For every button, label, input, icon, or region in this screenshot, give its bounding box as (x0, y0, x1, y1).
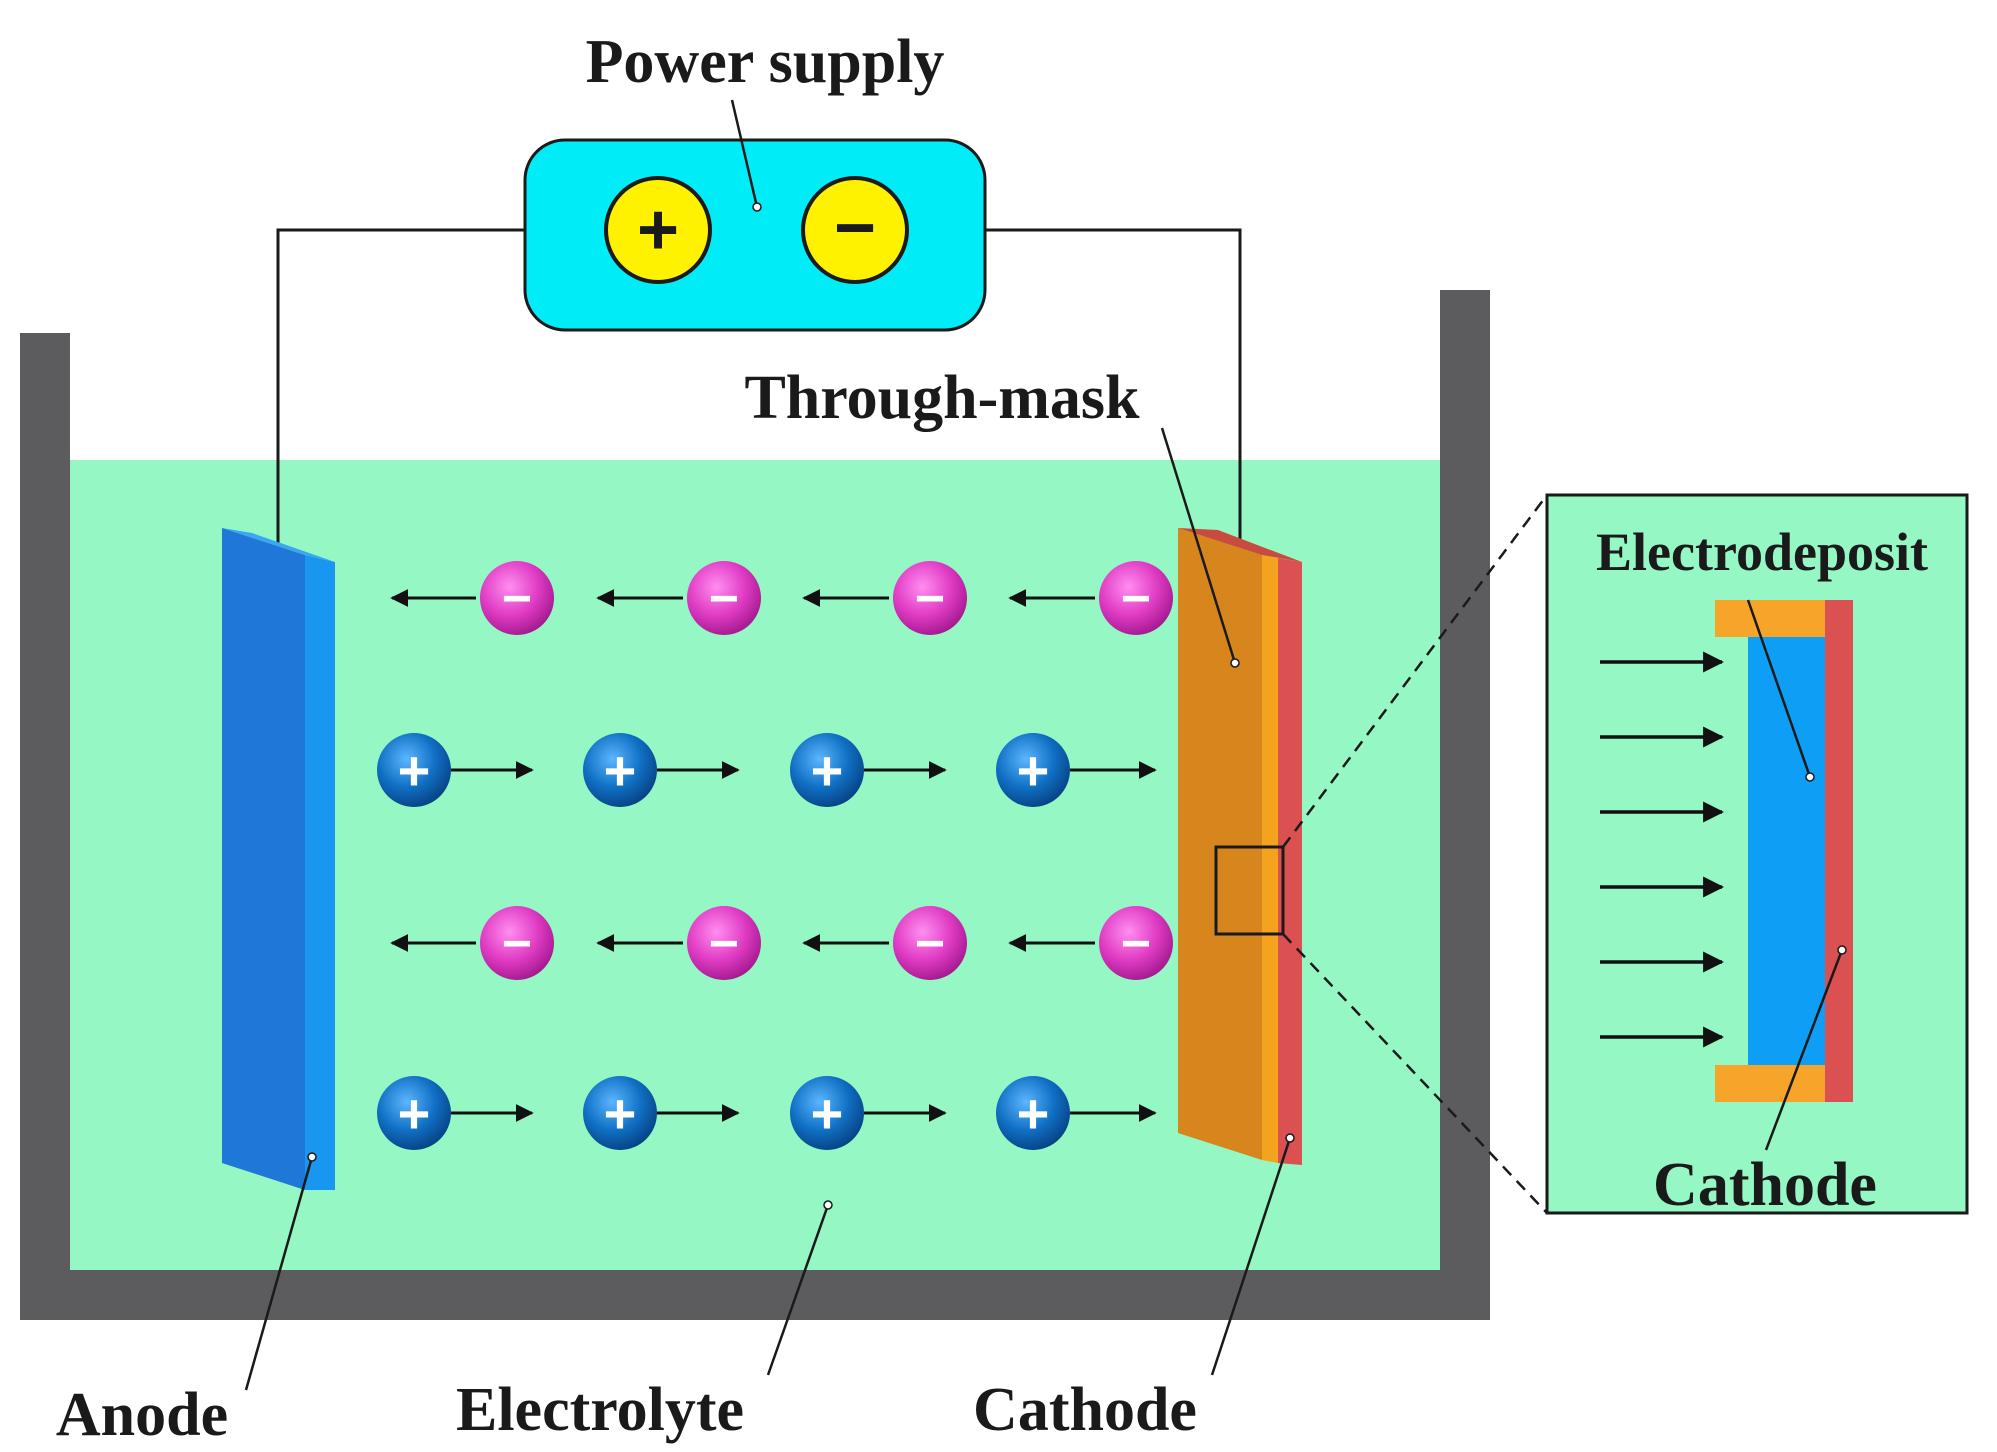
leader-through-mask (1160, 427, 1237, 664)
cathode-top-face (1178, 528, 1302, 562)
leader-inset-electrodeposit (1746, 599, 1812, 778)
svg-text:+: + (811, 1082, 844, 1145)
label-inset-electrodeposit: Electrodeposit (1596, 522, 1928, 582)
cathode-assembly (1178, 528, 1302, 1165)
anode-top-face (222, 528, 335, 562)
ion-row-positive-1: + + + + (377, 733, 1157, 807)
wire-to-cathode (905, 228, 1242, 545)
circuit-wires (276, 228, 1242, 545)
svg-text:−: − (915, 915, 945, 973)
label-cathode: Cathode (973, 1376, 1197, 1444)
svg-text:+: + (604, 739, 637, 802)
leader-dot (823, 1200, 833, 1210)
svg-text:−: − (709, 915, 739, 973)
label-inset-cathode: Cathode (1653, 1151, 1877, 1219)
positive-ion: + (583, 1076, 740, 1150)
positive-terminal: + (604, 176, 712, 284)
positive-terminal-sign: + (637, 190, 679, 270)
label-through-mask: Through-mask (744, 364, 1140, 432)
inset-mask-top (1715, 600, 1825, 637)
svg-text:+: + (398, 739, 431, 802)
leader-dot (1285, 1133, 1295, 1143)
negative-terminal: − (801, 176, 909, 284)
positive-ion: + (996, 733, 1157, 807)
svg-text:−: − (1121, 570, 1151, 628)
through-mask-front (1178, 528, 1262, 1160)
wire-to-anode (276, 228, 605, 545)
svg-text:−: − (709, 570, 739, 628)
tank-right-wall (1440, 290, 1490, 1320)
tank-bottom (20, 1270, 1490, 1320)
svg-text:−: − (1121, 915, 1151, 973)
svg-text:+: + (1017, 739, 1050, 802)
inset-electrodeposit (1748, 637, 1825, 1065)
leader-dot (307, 1152, 317, 1162)
label-power-supply: Power supply (586, 28, 945, 96)
svg-text:−: − (502, 570, 532, 628)
leader-dot (1230, 658, 1240, 668)
zoom-leader-top (1282, 494, 1548, 848)
anode (222, 528, 335, 1190)
negative-ion: − (596, 561, 761, 635)
power-supply: + − (523, 138, 987, 332)
svg-text:+: + (1017, 1082, 1050, 1145)
svg-text:−: − (915, 570, 945, 628)
label-anode: Anode (56, 1381, 228, 1449)
ion-row-negative-2: − − − − (390, 906, 1173, 980)
label-electrolyte: Electrolyte (456, 1376, 744, 1444)
positive-ion: + (583, 733, 740, 807)
negative-ion: − (390, 561, 554, 635)
leader-electrolyte (766, 1204, 830, 1376)
zoom-region-box (1214, 845, 1285, 936)
svg-text:+: + (604, 1082, 637, 1145)
inset-mask-bottom (1715, 1065, 1825, 1102)
leader-dot (752, 202, 762, 212)
svg-text:−: − (502, 915, 532, 973)
anode-front-face (222, 528, 305, 1190)
svg-text:+: + (398, 1082, 431, 1145)
leader-anode (244, 1156, 314, 1391)
leader-dot (1805, 772, 1815, 782)
negative-ion: − (1008, 906, 1173, 980)
label-leader-lines (244, 99, 1844, 1391)
inset-cathode (1825, 600, 1853, 1102)
zoom-leader-lines (1282, 494, 1548, 1214)
negative-ion: − (1008, 561, 1173, 635)
positive-ion: + (790, 733, 947, 807)
positive-ion: + (377, 733, 534, 807)
leader-dot (1837, 945, 1847, 955)
anode-side-face (305, 555, 335, 1190)
positive-terminal-icon (604, 176, 712, 284)
positive-ion: + (790, 1076, 947, 1150)
power-supply-body (523, 138, 987, 332)
zoom-leader-bottom (1282, 933, 1548, 1214)
negative-ion: − (802, 561, 967, 635)
svg-text:+: + (811, 739, 844, 802)
negative-terminal-icon (801, 176, 909, 284)
inset-flux-arrows (1600, 651, 1725, 1048)
negative-terminal-sign: − (834, 188, 876, 268)
leader-cathode (1210, 1137, 1292, 1376)
leader-power-supply (730, 99, 759, 208)
negative-ion: − (802, 906, 967, 980)
negative-ion: − (390, 906, 554, 980)
leader-endpoints (307, 202, 1847, 1210)
inset-zoom-view (1545, 493, 1969, 1215)
cathode-plate (1278, 558, 1302, 1165)
through-mask-edge (1262, 555, 1278, 1163)
positive-ion: + (377, 1076, 534, 1150)
positive-ion: + (996, 1076, 1157, 1150)
tank-left-wall (20, 333, 70, 1320)
negative-ion: − (596, 906, 761, 980)
leader-inset-cathode (1764, 949, 1844, 1151)
ion-row-positive-2: + + + + (377, 1076, 1157, 1150)
ion-row-negative-1: − − − − (390, 561, 1173, 635)
